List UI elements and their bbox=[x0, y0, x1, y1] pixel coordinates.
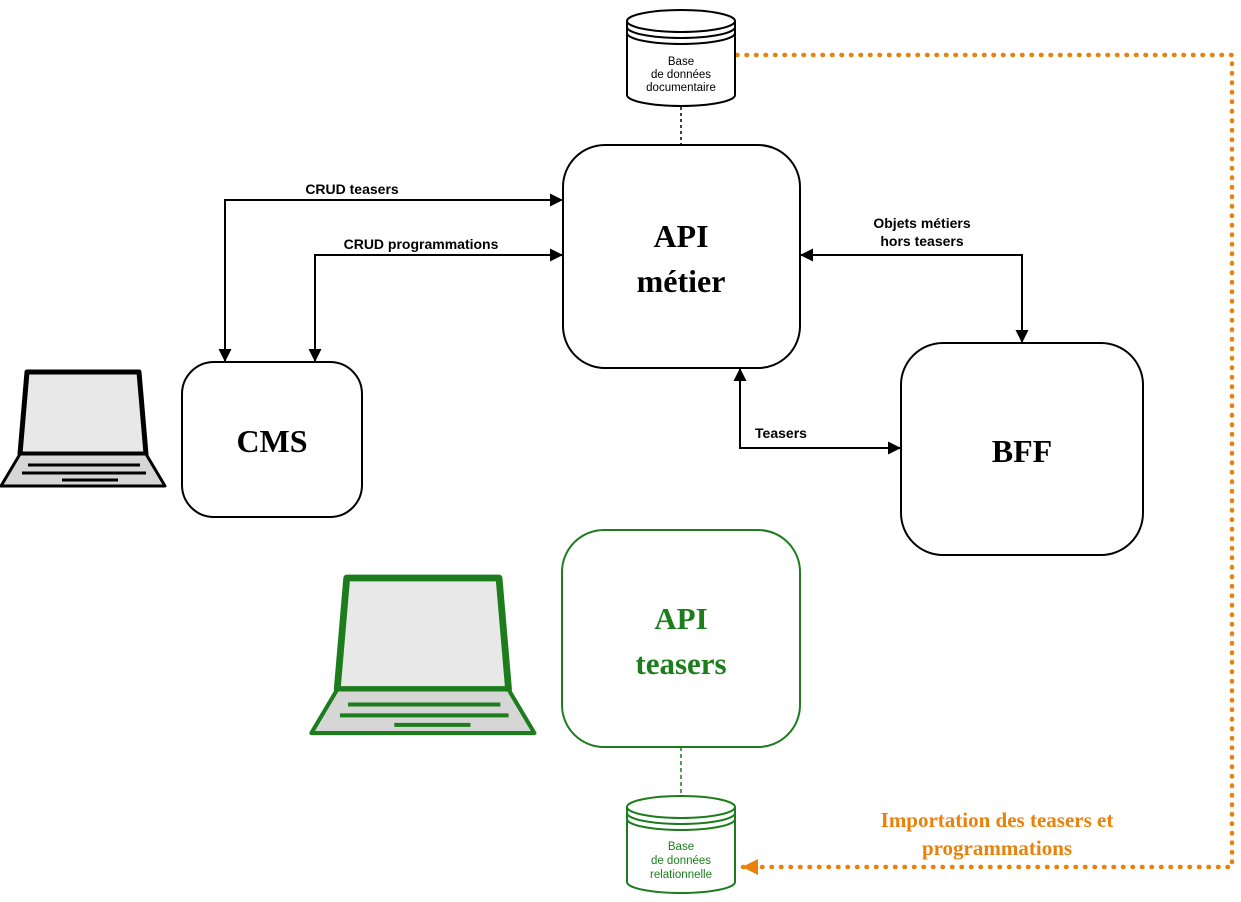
api-teasers-label-line1: API bbox=[654, 601, 707, 636]
edge-teasers: Teasers bbox=[733, 368, 901, 455]
edge-objets-metiers-label-line1: Objets métiers bbox=[873, 215, 970, 231]
api-metier-label-line2: métier bbox=[637, 263, 726, 299]
cms-label: CMS bbox=[236, 423, 307, 459]
edge-importation-path bbox=[734, 52, 1235, 875]
edge-objets-metiers-label-line2: hors teasers bbox=[880, 233, 963, 249]
edge-crud-programmations: CRUD programmations bbox=[308, 236, 563, 362]
db-documentaire-label-line1: Base bbox=[668, 56, 694, 68]
db-relationnelle-label-line1: Base bbox=[668, 841, 694, 853]
edge-crud-programmations-label: CRUD programmations bbox=[344, 236, 499, 252]
cms-laptop-icon bbox=[1, 372, 165, 486]
db-documentaire-top bbox=[626, 9, 736, 33]
node-bff: BFF bbox=[900, 342, 1144, 556]
edge-teasers-label: Teasers bbox=[755, 425, 807, 441]
db-relationnelle-label-line3: relationnelle bbox=[650, 869, 712, 881]
edge-importation-label: Importation des teasers et programmation… bbox=[881, 808, 1114, 860]
importation-label-line2: programmations bbox=[922, 836, 1072, 860]
db-documentaire-label-line3: documentaire bbox=[646, 82, 716, 94]
api-teasers-label-line2: teasers bbox=[635, 646, 726, 681]
node-db-relationnelle: Base de données relationnelle bbox=[626, 795, 736, 894]
teasers-laptop-icon bbox=[311, 578, 534, 733]
node-db-documentaire: Base de données documentaire bbox=[626, 9, 736, 107]
db-relationnelle-top bbox=[626, 795, 736, 819]
edge-objets-metiers: Objets métiers hors teasers bbox=[800, 215, 1029, 343]
db-relationnelle-label-line2: de données bbox=[651, 855, 711, 867]
node-cms: CMS bbox=[181, 361, 363, 518]
db-documentaire-label-line2: de données bbox=[651, 69, 711, 81]
bff-label: BFF bbox=[992, 433, 1052, 469]
importation-label-line1: Importation des teasers et bbox=[881, 808, 1114, 832]
api-metier-label-line1: API bbox=[653, 218, 708, 254]
node-api-teasers: API teasers bbox=[561, 529, 801, 748]
node-api-metier: API métier bbox=[562, 144, 801, 369]
edge-crud-teasers: CRUD teasers bbox=[218, 181, 563, 362]
edge-crud-teasers-label: CRUD teasers bbox=[305, 181, 399, 197]
